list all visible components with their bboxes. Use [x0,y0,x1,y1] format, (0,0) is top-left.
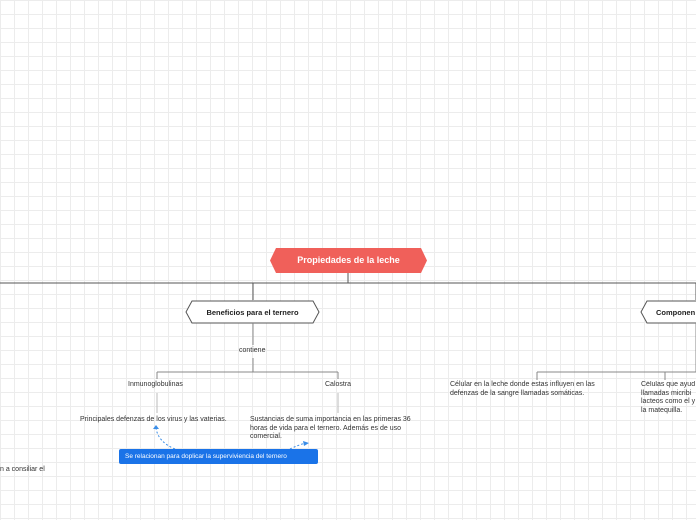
relationship-label[interactable]: Se relacionan para doplicar la supervivi… [119,449,318,464]
relation-arrow-right [303,441,309,446]
inmunoglobulinas-description[interactable]: Principales defenzas de los virus y las … [80,416,227,423]
beneficios-node-label[interactable]: Beneficios para el ternero [206,308,299,317]
calostra-description[interactable]: Sustancias de suma importancia en las pr… [250,416,411,440]
relation-curve-right [289,442,307,450]
root-node-shape[interactable] [270,248,427,273]
relation-curve-left [155,427,176,450]
calostra-topic[interactable]: Calostra [325,381,352,388]
relation-arrow-left [153,425,159,429]
connector-label-contiene[interactable]: contiene [239,347,266,354]
beneficios-node-shape[interactable] [185,300,320,324]
componentes-node-label[interactable]: Componen [656,308,696,317]
inmunoglobulinas-topic[interactable]: Inmunoglobulinas [128,381,183,388]
componentes-node-shape[interactable] [640,300,696,324]
left-branch-fragment[interactable]: n a consiliar el [0,466,45,473]
componentes-child-1-description[interactable]: Célular en la leche donde estas influyen… [450,381,595,397]
componentes-child-2-description[interactable]: Células que ayud llamadas micribi lacteo… [641,381,696,414]
root-node-label[interactable]: Propiedades de la leche [297,255,400,265]
